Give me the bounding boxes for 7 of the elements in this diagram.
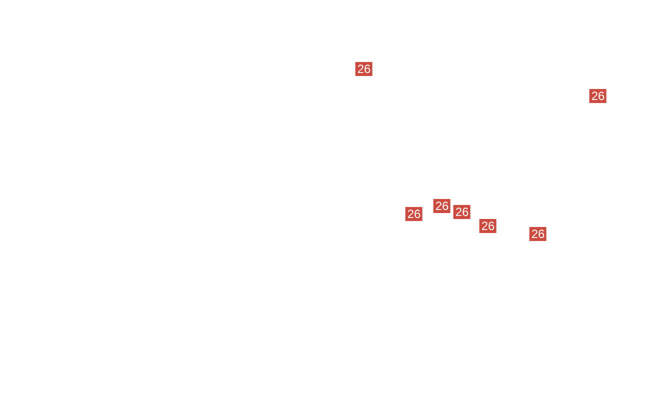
- value-tag: 26: [529, 227, 547, 241]
- value-tag: 26: [589, 89, 607, 103]
- value-tag: 26: [453, 205, 471, 219]
- value-tag: 26: [405, 207, 423, 221]
- value-tag: 26: [433, 199, 451, 213]
- value-tag: 26: [479, 219, 497, 233]
- value-tag: 26: [355, 62, 373, 76]
